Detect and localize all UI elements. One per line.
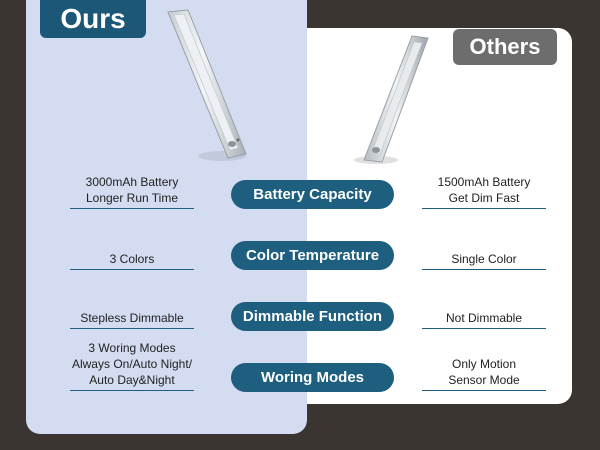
others-light-bar-image bbox=[354, 35, 429, 164]
feature-pill-battery-capacity: Battery Capacity bbox=[231, 180, 394, 209]
others-dimmable-cell: Not Dimmable bbox=[422, 310, 546, 329]
cell-line: 1500mAh Battery bbox=[437, 175, 531, 189]
cell-line: Stepless Dimmable bbox=[80, 311, 184, 325]
feature-pill-woring-modes: Woring Modes bbox=[231, 363, 394, 392]
cell-line: Longer Run Time bbox=[85, 191, 179, 205]
others-badge: Others bbox=[453, 29, 557, 65]
ours-dimmable-cell: Stepless Dimmable bbox=[70, 310, 194, 329]
ours-battery-cell: 3000mAh Battery Longer Run Time bbox=[70, 174, 194, 209]
cell-line: Always On/Auto Night/ bbox=[71, 357, 193, 371]
cell-line: Sensor Mode bbox=[448, 373, 520, 387]
cell-line: 3000mAh Battery bbox=[85, 175, 179, 189]
others-modes-cell: Only Motion Sensor Mode bbox=[422, 356, 546, 391]
cell-line: Only Motion bbox=[451, 357, 517, 371]
cell-line: Single Color bbox=[451, 252, 517, 266]
others-panel bbox=[255, 28, 572, 404]
cell-line: Get Dim Fast bbox=[448, 191, 520, 205]
others-color-cell: Single Color bbox=[422, 251, 546, 270]
feature-pill-color-temperature: Color Temperature bbox=[231, 241, 394, 270]
others-battery-cell: 1500mAh Battery Get Dim Fast bbox=[422, 174, 546, 209]
ours-badge: Ours bbox=[40, 0, 146, 38]
cell-line: 3 Woring Modes bbox=[88, 341, 176, 355]
cell-line: 3 Colors bbox=[109, 252, 155, 266]
ours-light-bar-image bbox=[167, 9, 247, 161]
cell-line: Not Dimmable bbox=[445, 311, 523, 325]
feature-pill-dimmable-function: Dimmable Function bbox=[231, 302, 394, 331]
ours-color-cell: 3 Colors bbox=[70, 251, 194, 270]
ours-panel bbox=[26, 0, 307, 434]
ours-modes-cell: 3 Woring Modes Always On/Auto Night/ Aut… bbox=[70, 340, 194, 391]
cell-line: Auto Day&Night bbox=[89, 373, 175, 387]
